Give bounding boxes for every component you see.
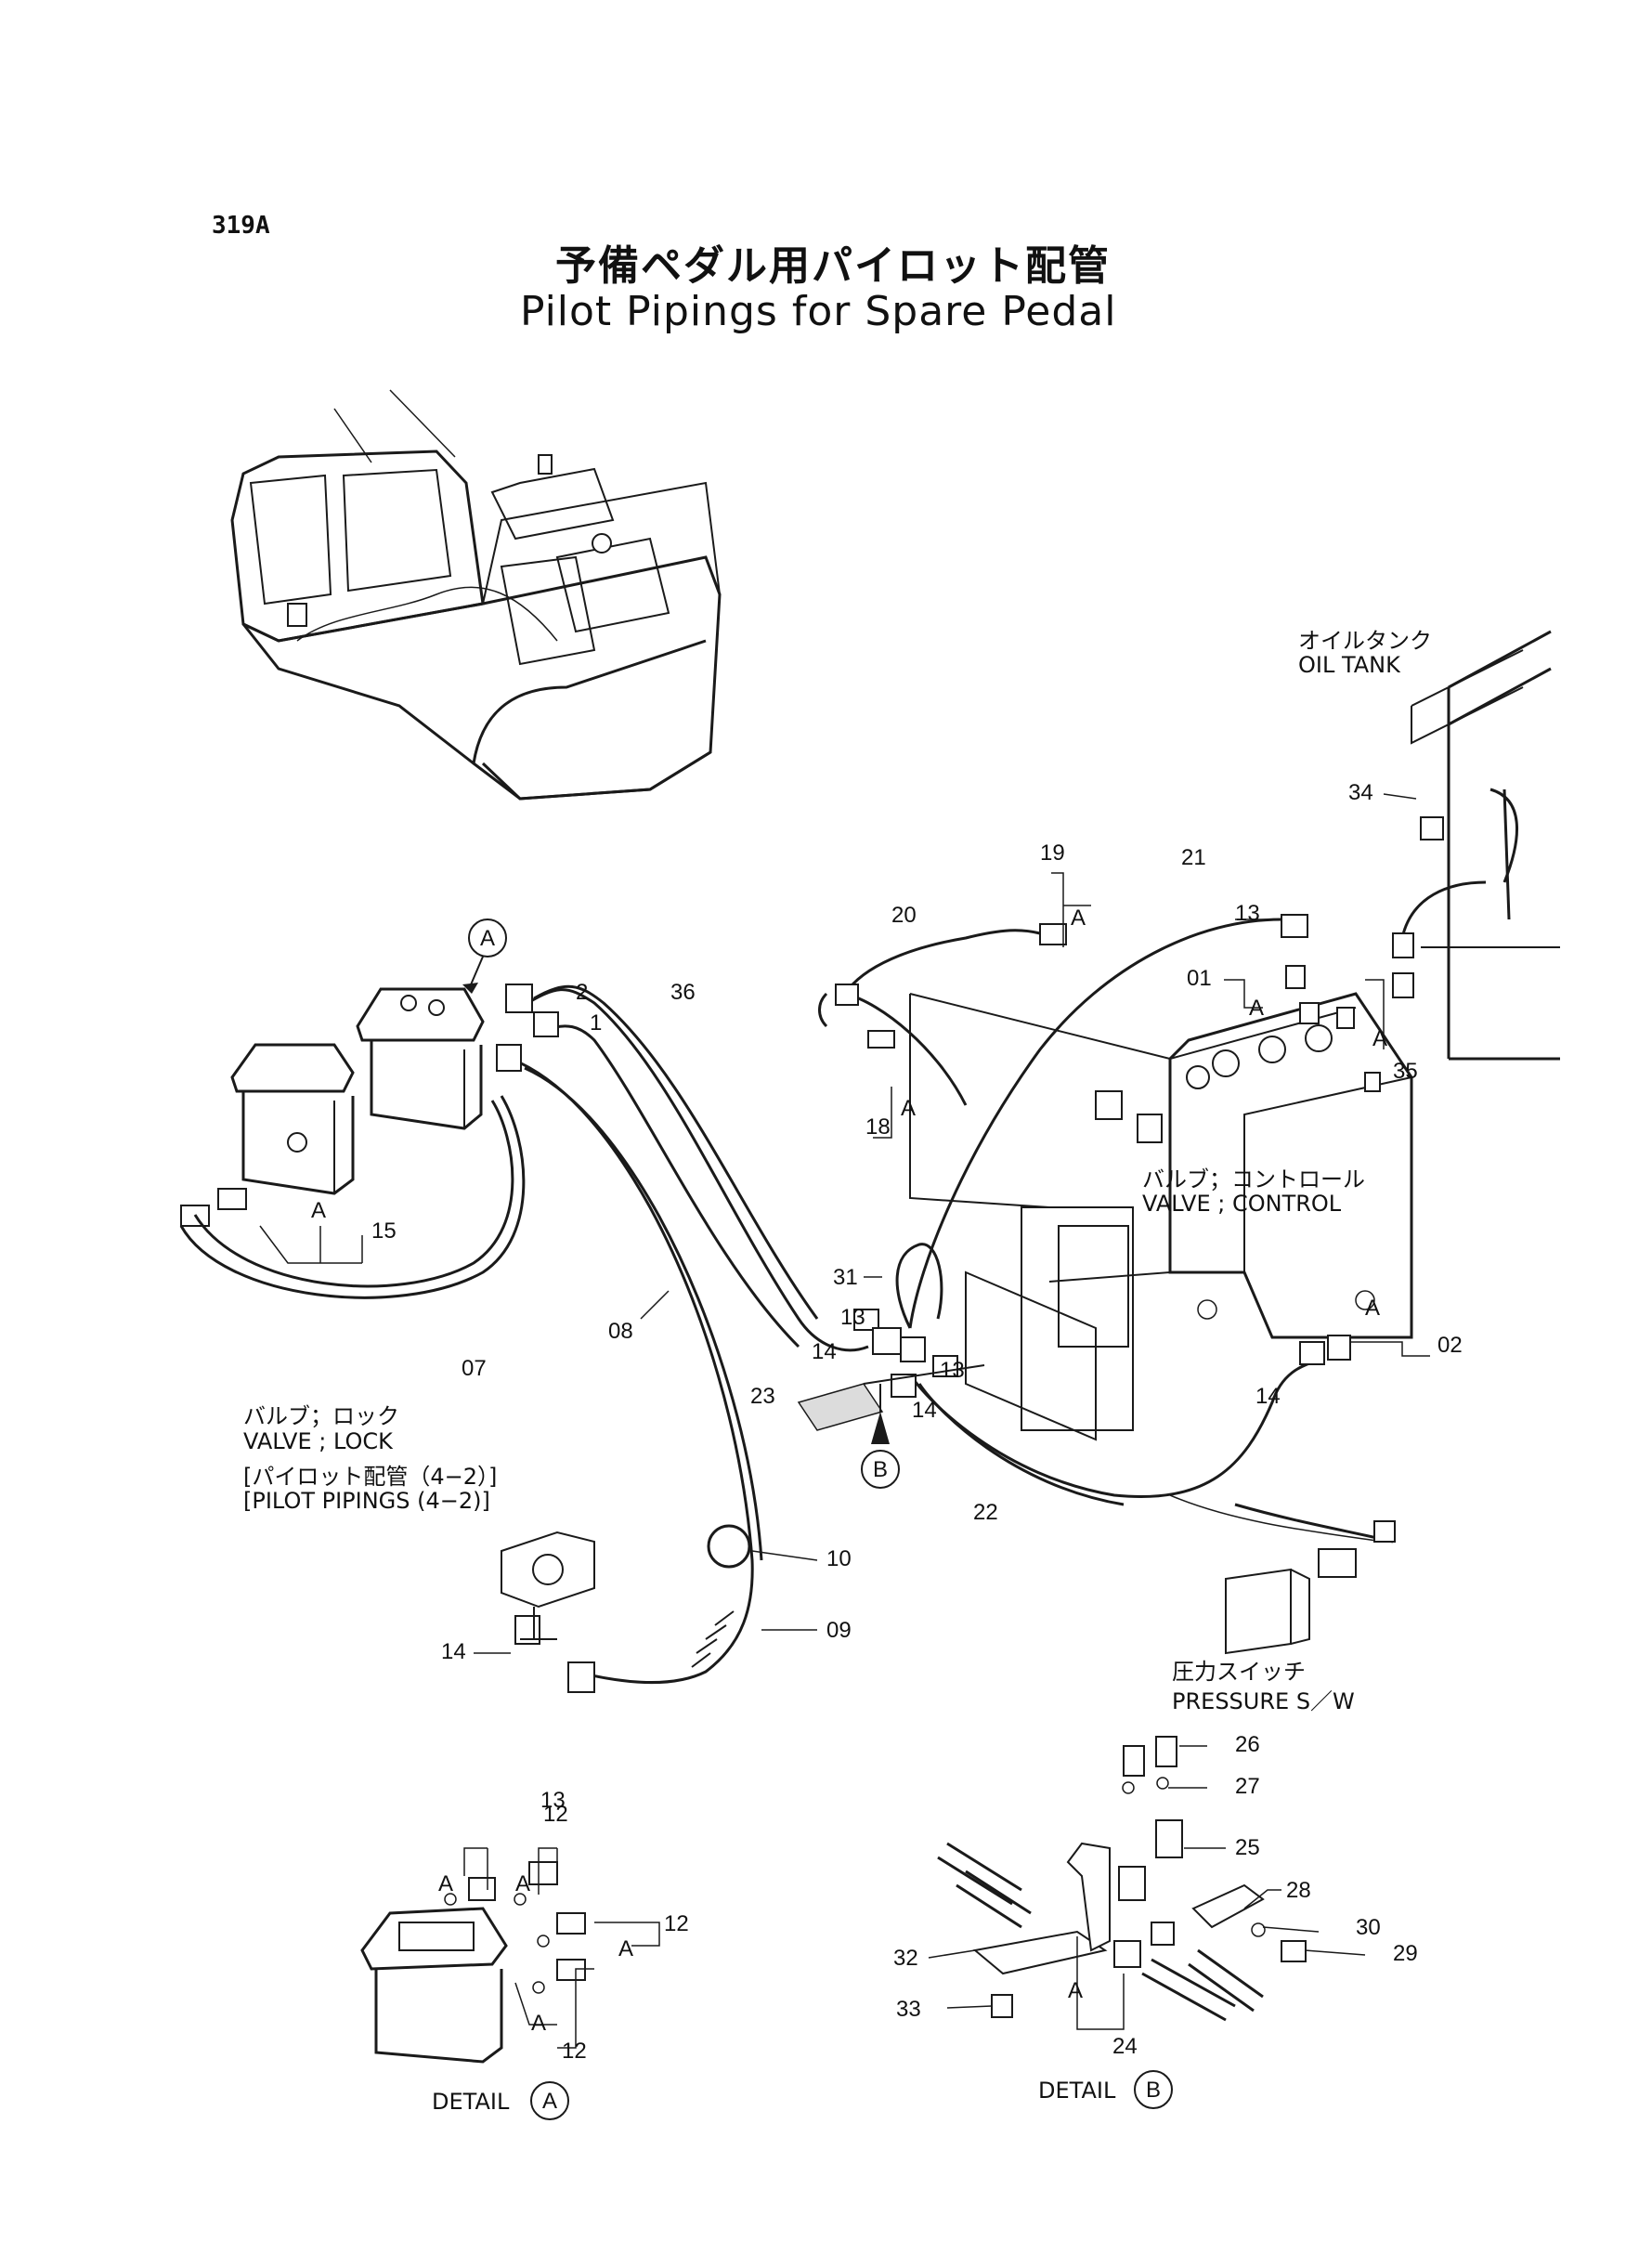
- detail-b-title: DETAIL: [1038, 2078, 1116, 2104]
- part-number-15: 15: [371, 1218, 397, 1244]
- pressure-switch-label-en: PRESSURE S／W: [1172, 1688, 1355, 1714]
- callout-b: B: [873, 1457, 889, 1482]
- part-number-33: 33: [896, 1997, 921, 2022]
- part-number-28: 28: [1286, 1878, 1311, 1903]
- part-number-2: 2: [576, 980, 589, 1005]
- pedal-valve-a: [356, 987, 485, 1130]
- part-number-14-mid: 14: [912, 1398, 937, 1423]
- lock-valve-label-jp: バルブ；ロック: [243, 1403, 399, 1429]
- title-english: Pilot Pipings for Spare Pedal: [520, 288, 1117, 335]
- ref-a-02: A: [1365, 1296, 1381, 1321]
- part-number-02: 02: [1437, 1333, 1463, 1358]
- detail-a-title: DETAIL: [432, 2089, 510, 2115]
- ref-a-01: A: [1249, 996, 1265, 1021]
- part-number-34: 34: [1348, 780, 1373, 805]
- part-number-32: 32: [893, 1946, 918, 1971]
- lock-valve-label-en: VALVE ; LOCK: [243, 1428, 393, 1454]
- part-number-24: 24: [1112, 2034, 1138, 2059]
- part-number-09: 09: [826, 1618, 852, 1643]
- part-number-08: 08: [608, 1319, 633, 1344]
- oil-tank-label-jp: オイルタンク: [1298, 628, 1432, 654]
- part-number-25: 25: [1235, 1835, 1260, 1860]
- page-code: 319A: [212, 212, 270, 240]
- part-number-14-left: 14: [812, 1339, 837, 1364]
- part-number-30: 30: [1356, 1915, 1381, 1940]
- callout-a-detail: A: [542, 2089, 558, 2114]
- part-number-36: 36: [670, 980, 696, 1005]
- part-number-10: 10: [826, 1546, 852, 1571]
- part-number-31: 31: [833, 1265, 858, 1290]
- part-number-07: 07: [462, 1356, 487, 1381]
- ref-a-19: A: [1071, 905, 1086, 931]
- part-number-35: 35: [1393, 1059, 1418, 1084]
- oil-tank: [1392, 630, 1560, 1061]
- part-number-13-det: 13: [540, 1788, 566, 1813]
- part-number-20: 20: [891, 903, 917, 928]
- pilot-ref-jp-text: パイロット配管（4−2）: [252, 1464, 489, 1490]
- control-valve-label-en: VALVE ; CONTROL: [1142, 1191, 1342, 1217]
- part-number-12-a: 12: [543, 1802, 568, 1827]
- fittings: [496, 914, 1396, 1693]
- control-valve: [909, 992, 1413, 1441]
- title-japanese: 予備ペダル用パイロット配管: [555, 242, 1111, 290]
- part-number-23: 23: [750, 1384, 775, 1409]
- part-number-29: 29: [1393, 1941, 1418, 1966]
- pilot-hoses: [179, 918, 1394, 1684]
- part-number-27: 27: [1235, 1774, 1260, 1799]
- pilot-piping-reference-jp: [パイロット配管（4−2）]: [243, 1464, 498, 1490]
- part-number-01: 01: [1187, 966, 1212, 991]
- part-number-13-right: 13: [940, 1358, 965, 1383]
- control-valve-label-jp: バルブ；コントロール: [1142, 1166, 1365, 1192]
- lock-valve: [501, 1531, 595, 1640]
- pressure-switch-label-jp: 圧力スイッチ: [1172, 1659, 1306, 1685]
- ref-a-35: A: [1372, 1026, 1388, 1051]
- leader-lines: [259, 793, 1430, 2049]
- detail-b-drawing: [937, 1736, 1307, 2022]
- part-number-14-lock: 14: [441, 1639, 466, 1664]
- part-number-14-right: 14: [1255, 1384, 1281, 1409]
- part-number-1: 1: [590, 1010, 603, 1036]
- pedal-valve-lower: [180, 1043, 355, 1227]
- pilot-ref-en-text: PILOT PIPINGS (4−2): [252, 1488, 482, 1514]
- callout-a: A: [480, 926, 496, 951]
- part-number-21: 21: [1181, 845, 1206, 870]
- part-number-13-left: 13: [840, 1305, 865, 1330]
- ref-a-det-12b: A: [618, 1936, 634, 1961]
- ref-a-det-13: A: [515, 1871, 531, 1896]
- bracket-b: [797, 1364, 985, 1431]
- callout-markers: [462, 919, 1173, 2120]
- part-number-12-c: 12: [562, 2039, 587, 2064]
- part-number-19: 19: [1040, 840, 1065, 866]
- part-number-13-top: 13: [1235, 901, 1260, 926]
- part-number-26: 26: [1235, 1732, 1260, 1757]
- ref-a-det-12c: A: [531, 2011, 547, 2036]
- oil-tank-label-en: OIL TANK: [1298, 652, 1400, 678]
- part-number-22: 22: [973, 1500, 998, 1525]
- callout-b-detail: B: [1146, 2078, 1162, 2103]
- ref-a-det-12a: A: [438, 1871, 454, 1896]
- part-number-12-b: 12: [664, 1911, 689, 1936]
- ref-a-det-24: A: [1068, 1978, 1084, 2003]
- ref-a-15: A: [311, 1198, 327, 1223]
- pilot-piping-reference-en: [PILOT PIPINGS (4−2)]: [243, 1488, 490, 1514]
- excavator-overview: [230, 389, 722, 801]
- detail-a-drawing: [360, 1861, 586, 2064]
- ref-a-18: A: [901, 1096, 917, 1121]
- part-number-18: 18: [865, 1114, 891, 1140]
